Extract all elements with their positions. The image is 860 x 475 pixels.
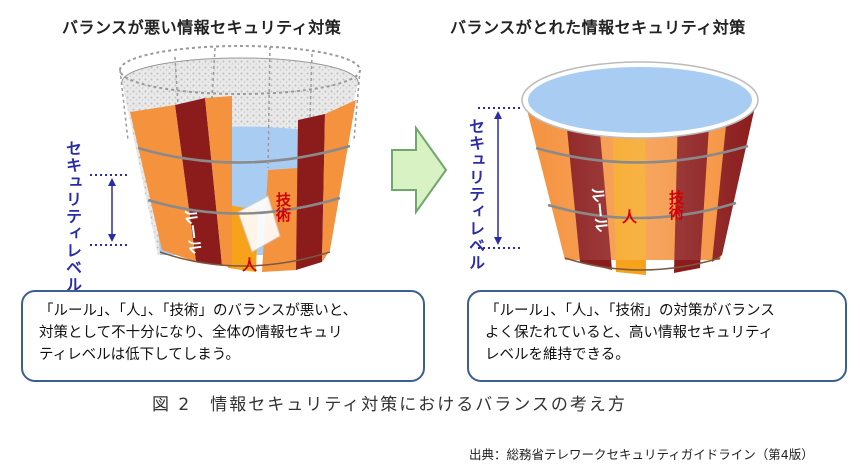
right-barrel: ルール 人 技術 (521, 61, 759, 275)
left-label-tech: 技術 (274, 191, 292, 223)
right-caption-line: レベルを維持できる。 (485, 347, 630, 363)
left-caption-line: 「ルール」、「人」、「技術」のバランスが悪いと、 (39, 303, 358, 319)
left-stave-rule (175, 98, 222, 265)
barrel-diagram: ルール 人 技術 ルール 人 技術 (90, 45, 759, 275)
source-note: 出典：総務省テレワークセキュリティガイドライン（第4版） (469, 447, 814, 462)
right-caption-line: よく保たれていると、高い情報セキュリティ (485, 325, 774, 341)
right-caption-line: 「ルール」、「人」、「技術」の対策がバランス (485, 303, 775, 319)
left-caption-line: ティレベルは低下してしまう。 (39, 347, 240, 363)
right-level-indicator (478, 107, 520, 249)
right-caption-box: 「ルール」、「人」、「技術」の対策がバランス よく保たれていると、高い情報セキュ… (467, 290, 847, 382)
figure-caption: 図 2 情報セキュリティ対策におけるバランスの考え方 (152, 395, 627, 415)
right-security-level-label: セキュリティレベル (466, 118, 485, 271)
left-level-indicator (90, 174, 130, 246)
right-heading: バランスがとれた情報セキュリティ対策 (450, 18, 746, 37)
left-caption-box: 「ルール」、「人」、「技術」のバランスが悪いと、 対策として不十分になり、全体の… (21, 290, 425, 382)
left-heading: バランスが悪い情報セキュリティ対策 (62, 18, 342, 37)
right-label-tech: 技術 (667, 189, 685, 221)
left-label-rule: ルール (181, 208, 204, 255)
left-caption-line: 対策として不十分になり、全体の情報セキュリ (39, 325, 343, 341)
right-label-rule: ルール (588, 187, 611, 234)
left-barrel: ルール 人 技術 (119, 45, 361, 274)
left-label-person: 人 (242, 256, 258, 274)
left-security-level-label: セキュリティレベル (63, 140, 82, 293)
transition-arrow-icon (391, 124, 448, 216)
right-label-person: 人 (622, 208, 638, 226)
left-stave-tech (262, 168, 298, 272)
